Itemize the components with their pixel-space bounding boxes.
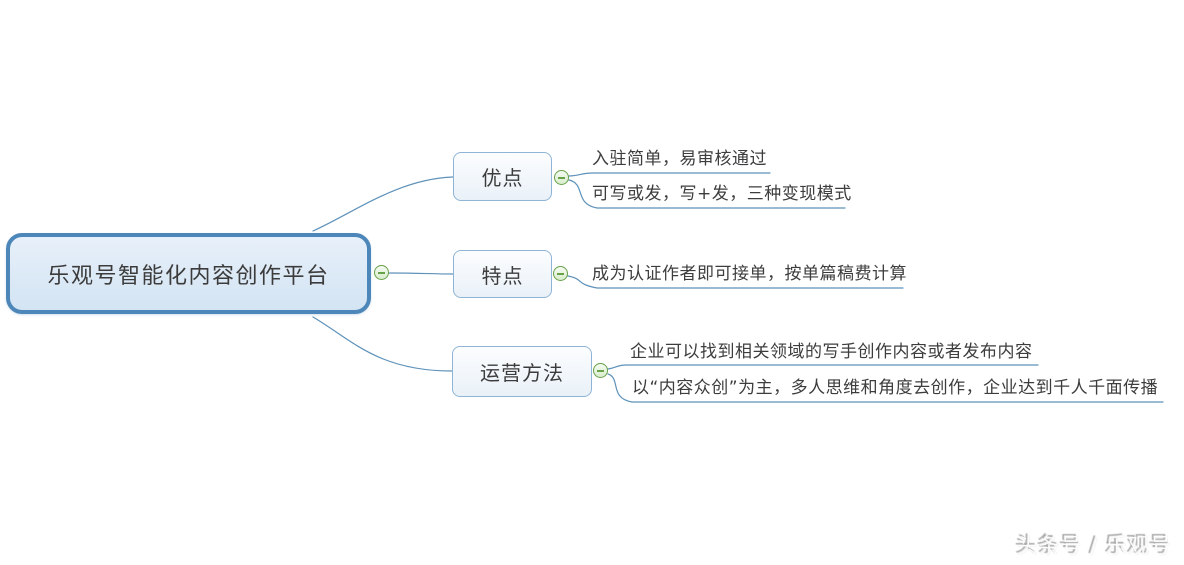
leaf-topic-advantages-2[interactable]: 可写或发，写+发，三种变现模式 [592,184,852,204]
leaf-topic-operations-1[interactable]: 企业可以找到相关领域的写手创作内容或者发布内容 [630,342,1033,362]
leaf-topic-operations-2[interactable]: 以“内容众创”为主，多人思维和角度去创作，企业达到千人千面传播 [632,378,1159,398]
root-topic[interactable]: 乐观号智能化内容创作平台 [6,233,371,314]
branch-topic-advantages[interactable]: 优点 [453,152,552,201]
connector-root-to-features [388,272,454,275]
operations-collapse-minus-icon[interactable] [593,363,608,378]
features-collapse-minus-icon[interactable] [553,266,568,281]
connector-advantages-to-leaf1 [568,172,771,177]
connector-root-to-advantages [312,176,454,232]
root-collapse-minus-icon[interactable] [374,265,389,280]
connector-root-to-operations [312,316,453,372]
branch-topic-features[interactable]: 特点 [453,250,552,298]
leaf-topic-advantages-1[interactable]: 入驻简单，易审核通过 [592,149,767,169]
watermark-text: 头条号 / 乐观号 [1016,534,1172,558]
branch-topic-operations[interactable]: 运营方法 [452,346,592,397]
advantages-collapse-minus-icon[interactable] [554,170,569,185]
leaf-topic-features-1[interactable]: 成为认证作者即可接单，按单篇稿费计算 [592,264,907,284]
connector-operations-to-leaf1 [607,364,1039,370]
